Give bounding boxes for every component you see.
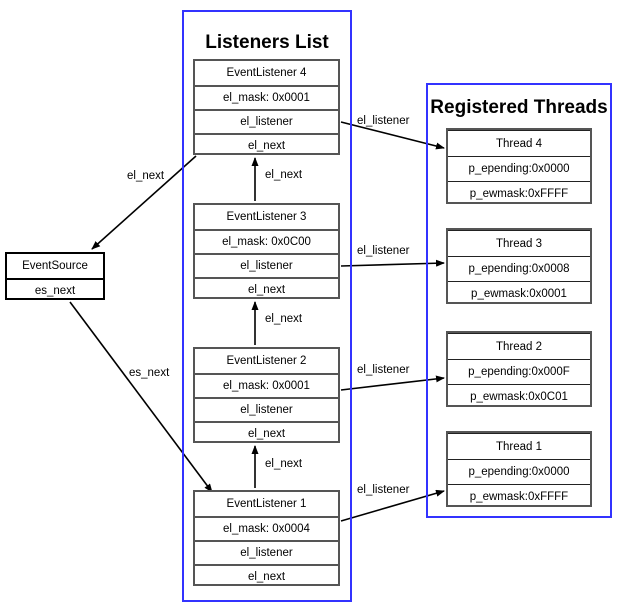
listener-event-listener-2-row-1: el_mask: 0x0001 [195,373,338,397]
thread-thread-4-row-2: p_ewmask:0xFFFF [448,181,590,206]
group-title-listeners-list: Listeners List [205,32,329,53]
listener-event-listener-4-row-0: EventListener 4 [226,67,307,79]
listener-event-listener-2-row-3: el_next [195,421,338,445]
listener-event-listener-2-row-2: el_listener [195,397,338,421]
event-source-row-0: EventSource [22,260,88,272]
thread-thread-1-row-1: p_epending:0x0000 [448,459,590,484]
thread-thread-3-row-0: Thread 3 [448,230,590,256]
thread-thread-2-row-0: Thread 2 [448,333,590,359]
listener-event-listener-1-row-2: el_listener [195,540,338,564]
listener-event-listener-1-row-0: EventListener 1 [226,498,307,510]
thread-thread-4-row-0: Thread 4 [448,130,590,156]
edge-el2-to-el3-label: el_next [265,313,303,325]
edge-el1-to-el2-label: el_next [265,458,303,470]
listener-event-listener-1-row-3: el_next [195,564,338,588]
edge-el3-to-el4-label: el_next [265,169,303,181]
edge-el4-to-thread4-label: el_listener [357,115,410,127]
thread-thread-3-row-1: p_epending:0x0008 [448,256,590,281]
listener-event-listener-3-row-1: el_mask: 0x0C00 [195,229,338,253]
listener-event-listener-4-row-2: el_listener [195,109,338,133]
listener-event-listener-3-row-0: EventListener 3 [226,211,307,223]
group-title-registered-threads: Registered Threads [430,97,608,118]
listener-event-listener-3-row-2: el_listener [195,253,338,277]
group-listeners-list: Listeners List [182,10,352,602]
edge-el1-to-thread1-label: el_listener [357,484,410,496]
thread-thread-2-row-2: p_ewmask:0x0C01 [448,384,590,409]
listener-event-listener-3-row-3: el_next [195,277,338,301]
thread-thread-3-row-2: p_ewmask:0x0001 [448,281,590,306]
thread-thread-2-row-1: p_epending:0x000F [448,359,590,384]
edge-el2-to-thread2-label: el_listener [357,364,410,376]
thread-thread-4-row-1: p_epending:0x0000 [448,156,590,181]
listener-event-listener-4-row-3: el_next [195,133,338,157]
event-source-row-1: es_next [7,278,103,302]
listener-event-listener-4-row-1: el_mask: 0x0001 [195,85,338,109]
struct-event-source: EventSource es_next [5,252,105,300]
edge-el4-to-eventsource-label: el_next [127,170,165,182]
group-registered-threads: Registered Threads [426,83,612,518]
edge-el3-to-thread3-label: el_listener [357,245,410,257]
thread-thread-1-row-2: p_ewmask:0xFFFF [448,484,590,509]
listener-event-listener-2-row-0: EventListener 2 [226,355,307,367]
edge-eventsource-to-el1-label: es_next [129,367,170,379]
listener-event-listener-1-row-1: el_mask: 0x0004 [195,516,338,540]
thread-thread-1-row-0: Thread 1 [448,433,590,459]
